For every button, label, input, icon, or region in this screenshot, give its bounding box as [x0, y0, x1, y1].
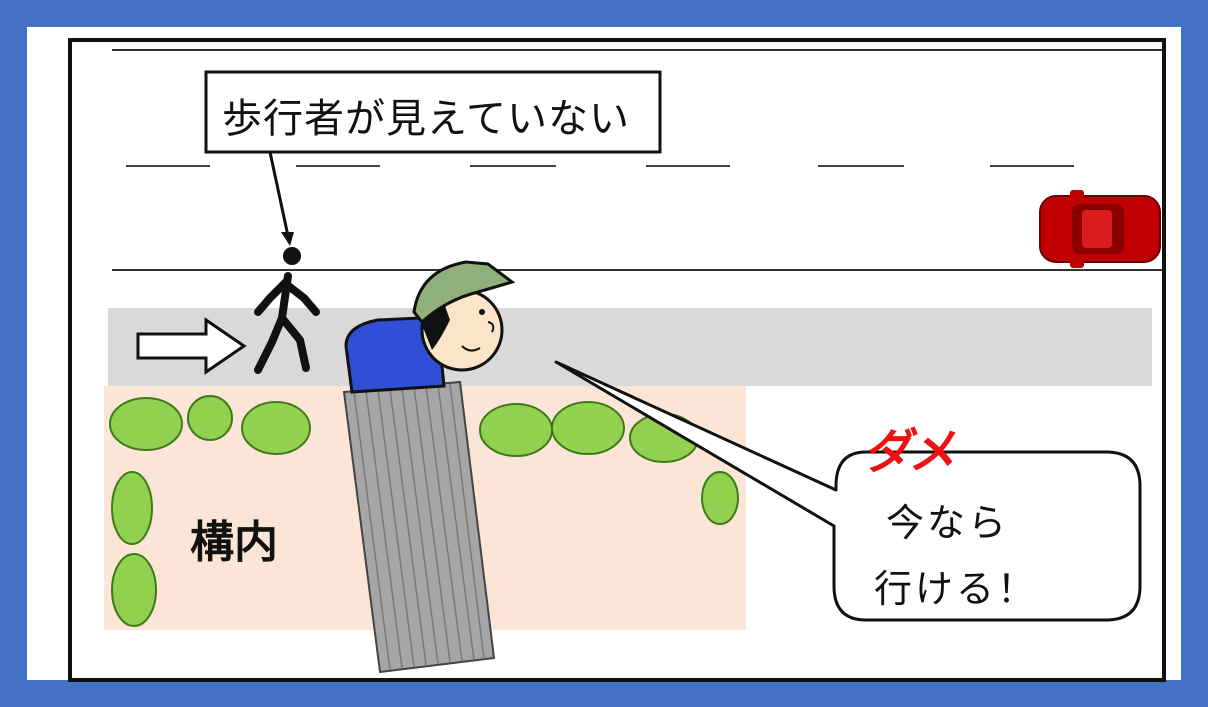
- bush-icon: [109, 395, 739, 627]
- direction-arrow-icon: [136, 317, 247, 375]
- car-icon: [1039, 190, 1161, 268]
- callout-box: [204, 70, 662, 154]
- warning-label: ダメ: [860, 424, 964, 480]
- speech-bubble: [554, 360, 1142, 622]
- speech-text-line2: 行ける！: [874, 567, 1039, 611]
- speech-text-line1: 今なら: [886, 501, 1010, 545]
- callout-pointer-arrow: [268, 151, 294, 246]
- sidewalk: [108, 308, 1152, 386]
- callout-text: 歩行者が見えていない: [222, 96, 630, 142]
- premises-label: 構内: [190, 517, 278, 568]
- driver-icon: [412, 260, 516, 372]
- truck-icon: [342, 316, 496, 674]
- pedestrian-icon: [254, 247, 320, 374]
